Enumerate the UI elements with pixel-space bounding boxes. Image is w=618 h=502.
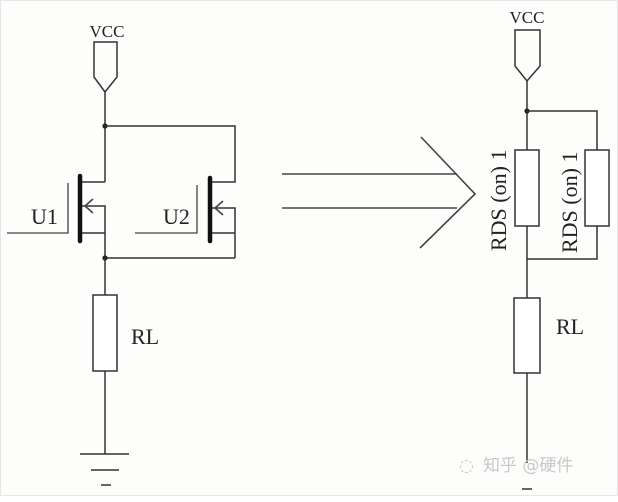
right-circuit: VCC RDS (on) 1 RDS (on) 1 RL [486, 8, 610, 490]
rds-resistor-1 [514, 149, 540, 227]
vcc-label-right: VCC [510, 8, 545, 27]
rl-label-right: RL [556, 314, 584, 339]
wire-parallel-top [527, 110, 598, 150]
wire-parallel-bottom [527, 226, 598, 260]
mosfet-u1: U1 [7, 173, 106, 258]
watermark: ◌ 知乎 @硬件 [459, 456, 573, 476]
rl-resistor-right [513, 297, 541, 374]
watermark-text: 知乎 @硬件 [483, 456, 573, 476]
rl-label-left: RL [131, 324, 159, 349]
u2-gate-lead [135, 185, 198, 234]
watermark-logo-icon: ◌ [459, 456, 474, 476]
rds-label-2: RDS (on) 1 [557, 152, 582, 253]
u1-gate-lead [7, 183, 69, 234]
u2-source-arrow-icon [213, 200, 224, 216]
vcc-pin-icon-right [514, 29, 541, 83]
u1-source-arrow-icon [83, 198, 94, 214]
mosfet-u2: U2 [135, 175, 236, 258]
u1-source-lead [82, 205, 106, 258]
u2-source-lead [212, 207, 236, 258]
vcc-pin-icon [93, 41, 118, 94]
rds-resistor-2 [584, 149, 610, 227]
u2-label: U2 [163, 204, 190, 229]
rl-resistor-left [92, 294, 118, 372]
left-circuit: VCC U1 U2 [7, 22, 236, 486]
ground-icon [80, 453, 129, 486]
rds-label-1: RDS (on) 1 [486, 150, 511, 251]
wire-top-rail [105, 125, 236, 183]
u1-label: U1 [31, 204, 58, 229]
vcc-label-left: VCC [90, 22, 125, 41]
equivalence-arrow-icon [282, 136, 477, 249]
